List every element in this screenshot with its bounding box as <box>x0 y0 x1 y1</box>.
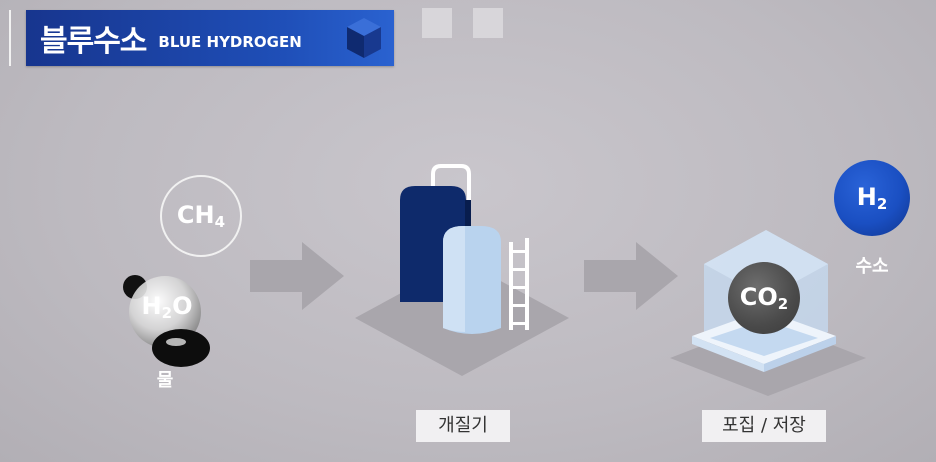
hydrogen-caption: 수소 <box>855 256 889 277</box>
title-korean: 블루수소 <box>40 24 147 59</box>
decor-square <box>422 8 452 38</box>
arrow-right-icon <box>250 242 344 310</box>
arrow-right-icon <box>584 242 678 310</box>
title-english: BLUE HYDROGEN <box>158 33 302 51</box>
hydrogen-formula: H2 <box>856 183 888 213</box>
methane-formula: CH4 <box>176 201 226 231</box>
reformer-label: 개질기 <box>416 410 510 442</box>
water-formula: H2O <box>141 292 193 322</box>
decor-square <box>473 8 503 38</box>
water-caption: 물 <box>156 370 174 391</box>
co2-formula: CO2 <box>739 283 789 313</box>
left-rule <box>9 10 11 66</box>
methane-bubble: CH4 <box>160 175 242 257</box>
co2-bubble: CO2 <box>728 262 800 334</box>
hydrogen-bubble: H2 <box>834 160 910 236</box>
water-droplet-icon <box>123 275 210 367</box>
capture-storage-label: 포집 / 저장 <box>702 410 826 442</box>
title-banner: 블루수소 BLUE HYDROGEN <box>26 10 394 66</box>
cube-icon <box>347 18 381 58</box>
reformer-icon <box>355 164 569 376</box>
